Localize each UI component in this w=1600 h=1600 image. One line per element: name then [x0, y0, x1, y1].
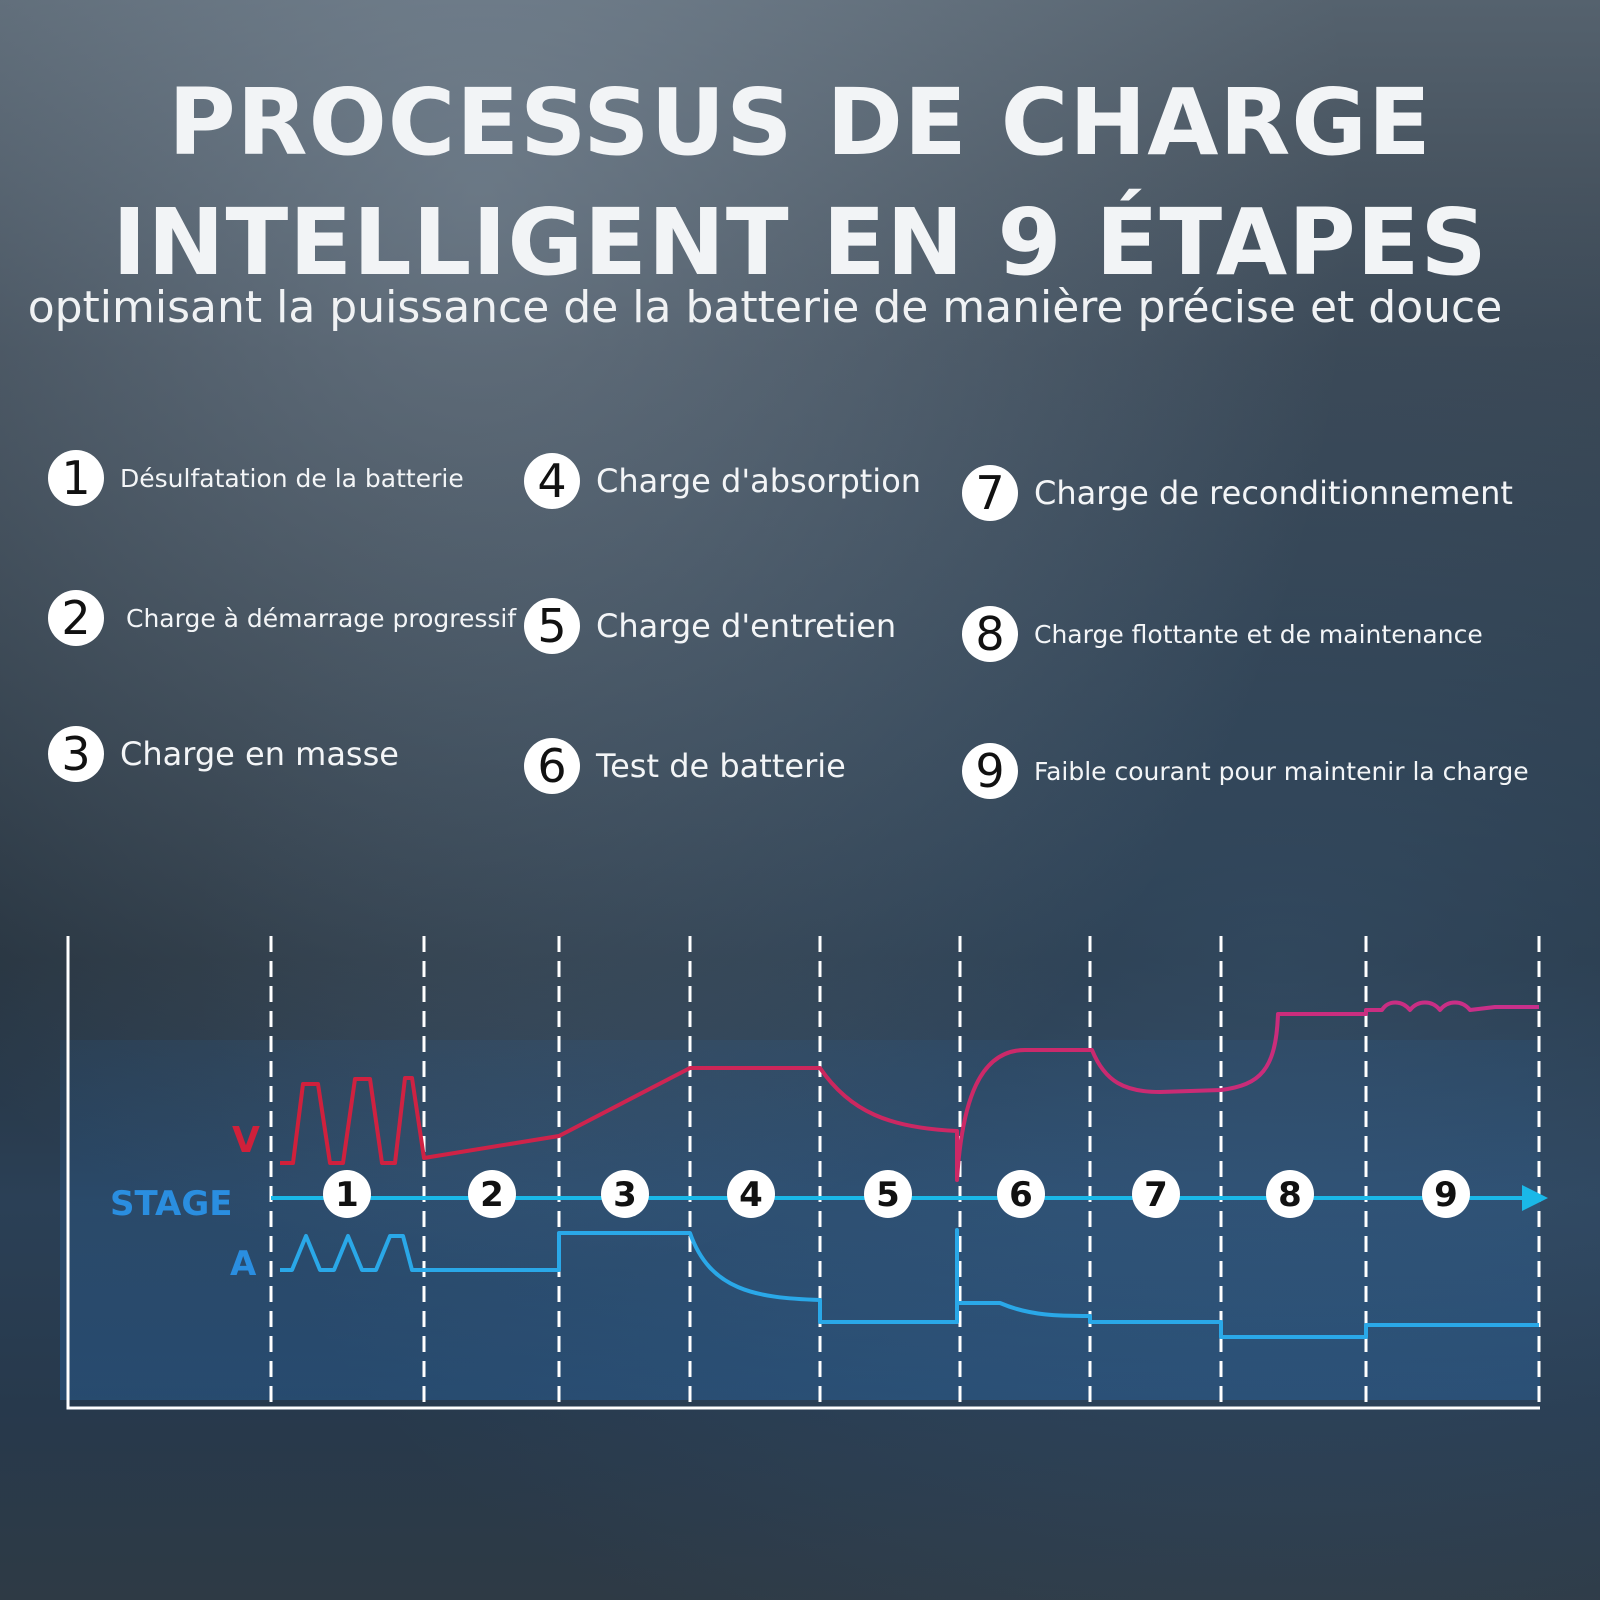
stage-badge-1: 1: [323, 1170, 371, 1218]
stage-badge-8: 8: [1266, 1170, 1314, 1218]
stage-axis-arrow-icon: [1522, 1185, 1548, 1211]
step-label: Charge en masse: [120, 735, 399, 773]
stage-badge-7: 7: [1132, 1170, 1180, 1218]
step-number-badge: 7: [962, 465, 1018, 521]
voltage-curve: [280, 1000, 1539, 1182]
step-label: Désulfatation de la batterie: [120, 463, 464, 493]
stage-badge-6: 6: [997, 1170, 1045, 1218]
page-title-line1: PROCESSUS DE CHARGE: [168, 69, 1432, 176]
svg-text:4: 4: [739, 1175, 763, 1215]
stage-axis-label: STAGE: [110, 1184, 233, 1224]
page-subtitle: optimisant la puissance de la batterie d…: [27, 282, 1503, 333]
current-axis-label: A: [230, 1244, 257, 1284]
step-number-badge: 6: [524, 738, 580, 794]
stage-badge-4: 4: [727, 1170, 775, 1218]
step-item-3: 3 Charge en masse: [48, 726, 399, 782]
step-item-4: 4 Charge d'absorption: [524, 453, 921, 509]
step-item-5: 5 Charge d'entretien: [524, 598, 896, 654]
svg-text:6: 6: [1009, 1175, 1033, 1215]
step-label: Charge flottante et de maintenance: [1034, 619, 1483, 649]
stage-dividers: [269, 936, 1541, 1408]
svg-text:2: 2: [480, 1175, 504, 1215]
svg-text:1: 1: [335, 1175, 359, 1215]
step-label: Charge de reconditionnement: [1034, 474, 1513, 512]
step-item-6: 6 Test de batterie: [524, 738, 846, 794]
step-number-badge: 2: [48, 590, 104, 646]
step-number-badge: 4: [524, 453, 580, 509]
step-label: Charge à démarrage progressif: [126, 603, 517, 633]
step-label: Charge d'entretien: [596, 607, 897, 645]
step-item-1: 1 Désulfatation de la batterie: [48, 450, 464, 506]
stage-badge-5: 5: [864, 1170, 912, 1218]
svg-text:9: 9: [1434, 1175, 1458, 1215]
step-number-badge: 8: [962, 606, 1018, 662]
step-number-badge: 1: [48, 450, 104, 506]
step-item-9: 9 Faible courant pour maintenir la charg…: [962, 743, 1529, 799]
stage-badge-2: 2: [468, 1170, 516, 1218]
svg-text:3: 3: [613, 1175, 637, 1215]
step-item-2: 2 Charge à démarrage progressif: [48, 590, 516, 646]
page-title-line2: INTELLIGENT EN 9 ÉTAPES: [112, 189, 1488, 296]
current-curve: [280, 1228, 1539, 1339]
step-label: Faible courant pour maintenir la charge: [1034, 756, 1529, 786]
step-number-badge: 9: [962, 743, 1018, 799]
svg-text:7: 7: [1144, 1175, 1168, 1215]
diagram-background: [60, 1040, 1540, 1400]
stage-badge-3: 3: [601, 1170, 649, 1218]
step-number-badge: 5: [524, 598, 580, 654]
stage-badges: 1 2 3 4 5 6 7 8 9: [323, 1170, 1470, 1218]
stage-badge-9: 9: [1422, 1170, 1470, 1218]
step-label: Charge d'absorption: [596, 462, 922, 500]
step-number-badge: 3: [48, 726, 104, 782]
step-item-7: 7 Charge de reconditionnement: [962, 465, 1513, 521]
voltage-axis-label: V: [232, 1120, 260, 1161]
step-label: Test de batterie: [596, 747, 846, 785]
svg-text:8: 8: [1278, 1175, 1302, 1215]
svg-text:5: 5: [876, 1175, 900, 1215]
diagram-frame: [66, 936, 1540, 1410]
step-item-8: 8 Charge flottante et de maintenance: [962, 606, 1483, 662]
